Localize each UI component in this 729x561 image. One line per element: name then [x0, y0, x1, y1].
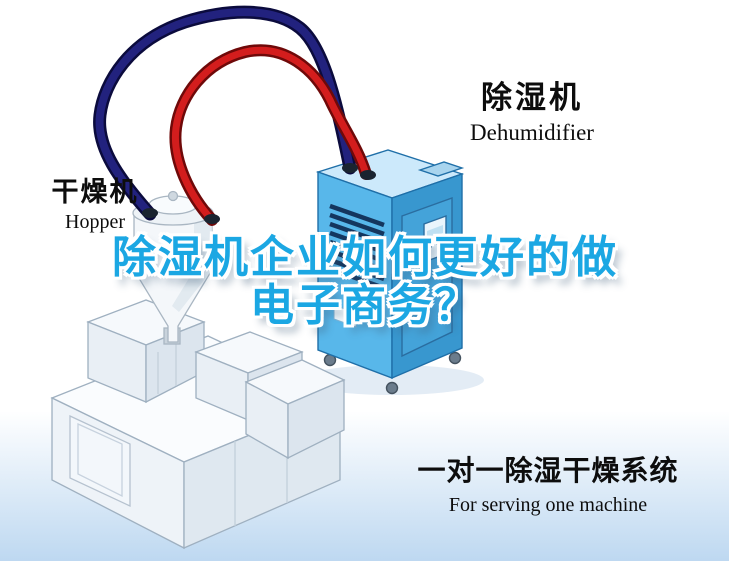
system-label-en: For serving one machine [448, 494, 648, 516]
headline-line1: 除湿机企业如何更好的做 [112, 233, 618, 282]
dehumidifier-shadow [300, 365, 484, 395]
headline-line2: 电子商务？ [250, 280, 480, 330]
hopper-label-en: Hopper [65, 211, 125, 233]
pipe-navy [93, 5, 357, 221]
hopper-label-cn: 干燥机 [51, 177, 139, 207]
headline-title: 除湿机企业如何更好的做 电子商务？ [58, 234, 672, 329]
system-label: 一对一除湿干燥系统 For serving one machine [396, 449, 700, 517]
vent-grille [329, 203, 385, 291]
system-label-cn: 一对一除湿干燥系统 [417, 455, 679, 486]
dehumidifier-label: 除湿机 Dehumidifier [448, 72, 616, 146]
pipe-red [169, 44, 372, 226]
hose-ports [142, 163, 376, 224]
dehumidifier-label-en: Dehumidifier [470, 120, 594, 145]
dehumidifier-label-cn: 除湿机 [481, 80, 583, 115]
extruder-illustration [50, 299, 346, 550]
hopper-label: 干燥机 Hopper [34, 170, 156, 234]
